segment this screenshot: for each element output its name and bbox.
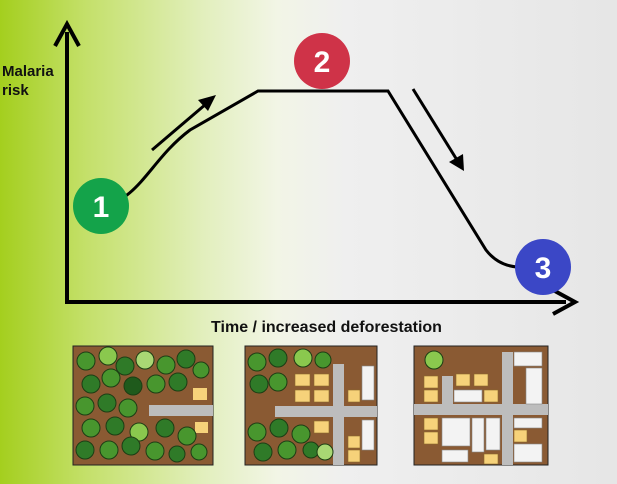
road	[502, 352, 513, 465]
road	[414, 404, 548, 415]
forest-trees	[75, 346, 210, 463]
stage-1-number: 1	[93, 191, 110, 224]
landscape-panel-forest	[72, 345, 214, 466]
house	[195, 422, 208, 433]
x-axis-arrowhead	[552, 288, 580, 316]
stage-2-number: 2	[314, 46, 331, 79]
y-axis-arrowhead	[53, 19, 81, 47]
remaining-trees	[247, 348, 334, 462]
landscape-panel-urban	[413, 345, 549, 466]
road	[442, 376, 453, 406]
landscape-panel-partial	[244, 345, 378, 466]
remaining-trees	[424, 350, 444, 370]
falling-arrowhead	[449, 154, 464, 171]
rising-arrowhead	[198, 95, 216, 111]
falling-arrow	[411, 88, 459, 161]
risk-curve	[99, 89, 546, 270]
road	[333, 364, 344, 465]
road	[275, 406, 377, 417]
stage-2-marker: 2	[294, 33, 350, 89]
x-axis-label: Time / increased deforestation	[211, 319, 442, 336]
houses	[294, 373, 361, 463]
stage-1-marker: 1	[73, 178, 129, 234]
stage-3-marker: 3	[515, 239, 571, 295]
y-axis-label: Malaria risk	[2, 63, 54, 99]
stage-3-number: 3	[535, 252, 552, 285]
buildings	[441, 351, 543, 463]
houses	[423, 373, 528, 465]
rising-arrow	[151, 102, 207, 152]
buildings	[361, 365, 375, 451]
road	[149, 405, 213, 416]
house	[193, 388, 207, 400]
